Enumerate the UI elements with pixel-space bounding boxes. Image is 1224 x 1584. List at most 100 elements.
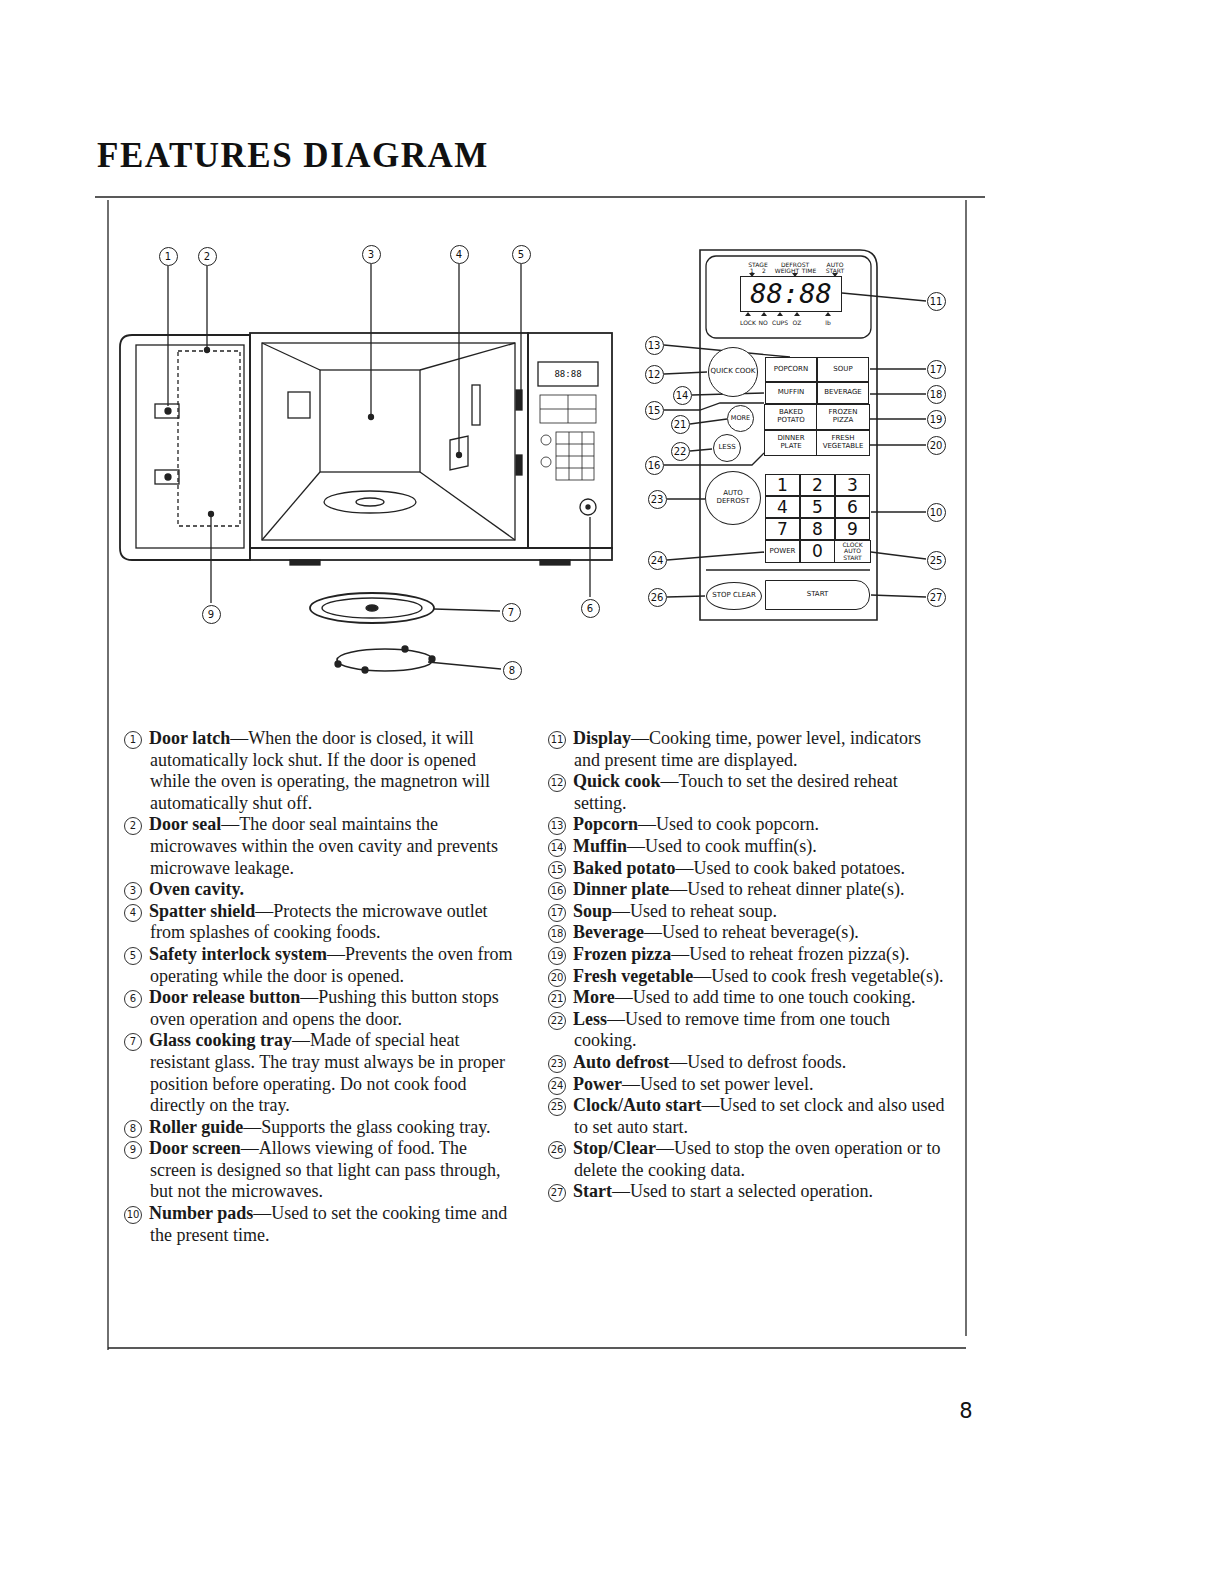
item-term: Display bbox=[573, 728, 631, 748]
mini-display: 88:88 bbox=[554, 369, 581, 379]
indicator-text: START bbox=[826, 267, 845, 274]
item-number: 8 bbox=[124, 1120, 142, 1138]
item-number: 7 bbox=[124, 1033, 142, 1051]
description-item: 25Clock/Auto start—Used to set clock and… bbox=[548, 1095, 950, 1138]
item-text: —Used to start a selected operation. bbox=[612, 1181, 873, 1201]
button-text: 88:88 bbox=[749, 279, 832, 309]
number-pad: 4 bbox=[765, 496, 800, 518]
item-term: Roller guide bbox=[149, 1117, 243, 1137]
indicator-text: OZ bbox=[793, 319, 802, 326]
item-number: 22 bbox=[548, 1012, 566, 1030]
item-number: 6 bbox=[124, 990, 142, 1008]
item-term: Spatter shield bbox=[149, 901, 255, 921]
number-pad: CLOCK AUTO START bbox=[834, 540, 871, 563]
description-item: 4Spatter shield—Protects the microwave o… bbox=[124, 901, 516, 944]
control-button: START bbox=[765, 580, 870, 610]
description-item: 18Beverage—Used to reheat beverage(s). bbox=[548, 922, 950, 944]
description-item: 9Door screen—Allows viewing of food. The… bbox=[124, 1138, 516, 1203]
indicator-text: CUPS bbox=[772, 319, 788, 326]
callout-number: 14 bbox=[673, 386, 692, 405]
item-number: 13 bbox=[548, 817, 566, 835]
item-number: 25 bbox=[548, 1098, 566, 1116]
button-text: 1 bbox=[776, 476, 789, 495]
item-term: Popcorn bbox=[573, 814, 638, 834]
button-text: POPCORN bbox=[773, 366, 809, 374]
button-text: DINNER PLATE bbox=[765, 435, 817, 450]
item-text: —Used to remove time from one touch cook… bbox=[574, 1009, 890, 1051]
number-pad: 6 bbox=[835, 496, 870, 518]
item-term: Beverage bbox=[573, 922, 644, 942]
callout-number: 17 bbox=[927, 360, 946, 379]
callout-number: 5 bbox=[512, 245, 531, 264]
description-item: 2Door seal—The door seal maintains the m… bbox=[124, 814, 516, 879]
key-button: DINNER PLATE bbox=[764, 430, 818, 456]
description-item: 19 Frozen pizza—Used to reheat frozen piz… bbox=[548, 944, 950, 966]
callout-number: 1 bbox=[159, 247, 178, 266]
round-button: MORE bbox=[727, 405, 754, 432]
number-pad: 1 bbox=[765, 474, 800, 496]
indicator-text: TIME bbox=[802, 267, 816, 274]
description-item: 6Door release button—Pushing this button… bbox=[124, 987, 516, 1030]
description-item: 11Display—Cooking time, power level, ind… bbox=[548, 728, 950, 771]
item-number: 20 bbox=[548, 969, 566, 987]
item-term: Quick cook bbox=[573, 771, 661, 791]
button-text: QUICK COOK bbox=[710, 368, 757, 376]
item-text: —Used to cook popcorn. bbox=[638, 814, 819, 834]
item-number: 11 bbox=[548, 731, 566, 749]
key-button: FROZEN PIZZA bbox=[816, 404, 870, 430]
button-text: SOUP bbox=[832, 366, 853, 374]
item-number: 26 bbox=[548, 1141, 566, 1159]
key-button: FRESH VEGETABLE bbox=[816, 430, 870, 456]
item-number: 27 bbox=[548, 1184, 566, 1202]
description-item: 12Quick cook—Touch to set the desired re… bbox=[548, 771, 950, 814]
page-title: FEATURES DIAGRAM bbox=[97, 136, 489, 176]
key-button: BEVERAGE bbox=[817, 382, 869, 404]
button-text: 5 bbox=[811, 498, 824, 517]
callout-number: 12 bbox=[645, 365, 664, 384]
description-item: 5Safety interlock system—Prevents the ov… bbox=[124, 944, 516, 987]
button-text: BAKED POTATO bbox=[765, 409, 817, 424]
button-text: AUTO DEFROST bbox=[706, 490, 760, 505]
button-text: FROZEN PIZZA bbox=[817, 409, 869, 424]
round-button: QUICK COOK bbox=[708, 347, 758, 397]
item-number: 5 bbox=[124, 947, 142, 965]
item-term: Door latch bbox=[149, 728, 230, 748]
item-term: Stop/Clear bbox=[573, 1138, 656, 1158]
indicator-text: 2 bbox=[762, 267, 766, 274]
callout-number: 7 bbox=[502, 603, 521, 622]
item-term: More bbox=[573, 987, 615, 1007]
item-number: 1 bbox=[124, 731, 142, 749]
item-term: Less bbox=[573, 1009, 607, 1029]
item-text: —Used to reheat frozen pizza(s). bbox=[671, 944, 909, 964]
item-number: 24 bbox=[548, 1077, 566, 1095]
key-button: SOUP bbox=[817, 357, 869, 382]
item-text: —Used to defrost foods. bbox=[669, 1052, 846, 1072]
indicator-text: lb bbox=[825, 319, 830, 326]
item-text: —Used to reheat soup. bbox=[612, 901, 777, 921]
button-text: FRESH VEGETABLE bbox=[817, 435, 869, 450]
callout-number: 11 bbox=[927, 292, 946, 311]
callout-number: 4 bbox=[450, 245, 469, 264]
button-text: LESS bbox=[717, 444, 736, 452]
indicator-text: AUTO bbox=[827, 261, 844, 268]
description-item: 16Dinner plate—Used to reheat dinner pla… bbox=[548, 879, 950, 901]
item-number: 15 bbox=[548, 861, 566, 879]
item-term: Clock/Auto start bbox=[573, 1095, 702, 1115]
item-number: 14 bbox=[548, 839, 566, 857]
item-term: Power bbox=[573, 1074, 622, 1094]
item-number: 16 bbox=[548, 882, 566, 900]
round-button: LESS bbox=[713, 434, 741, 462]
item-number: 23 bbox=[548, 1055, 566, 1073]
item-term: Muffin bbox=[573, 836, 627, 856]
callout-number: 19 bbox=[927, 410, 946, 429]
item-text: —Used to reheat beverage(s). bbox=[644, 922, 859, 942]
item-term: Auto defrost bbox=[573, 1052, 669, 1072]
item-number: 19 bbox=[548, 947, 566, 965]
number-pad: 3 bbox=[835, 474, 870, 496]
item-term: Dinner plate bbox=[573, 879, 669, 899]
description-item: 22 Less—Used to remove time from one touc… bbox=[548, 1009, 950, 1052]
key-button: MUFFIN bbox=[765, 382, 817, 404]
item-term: Frozen pizza bbox=[573, 944, 671, 964]
